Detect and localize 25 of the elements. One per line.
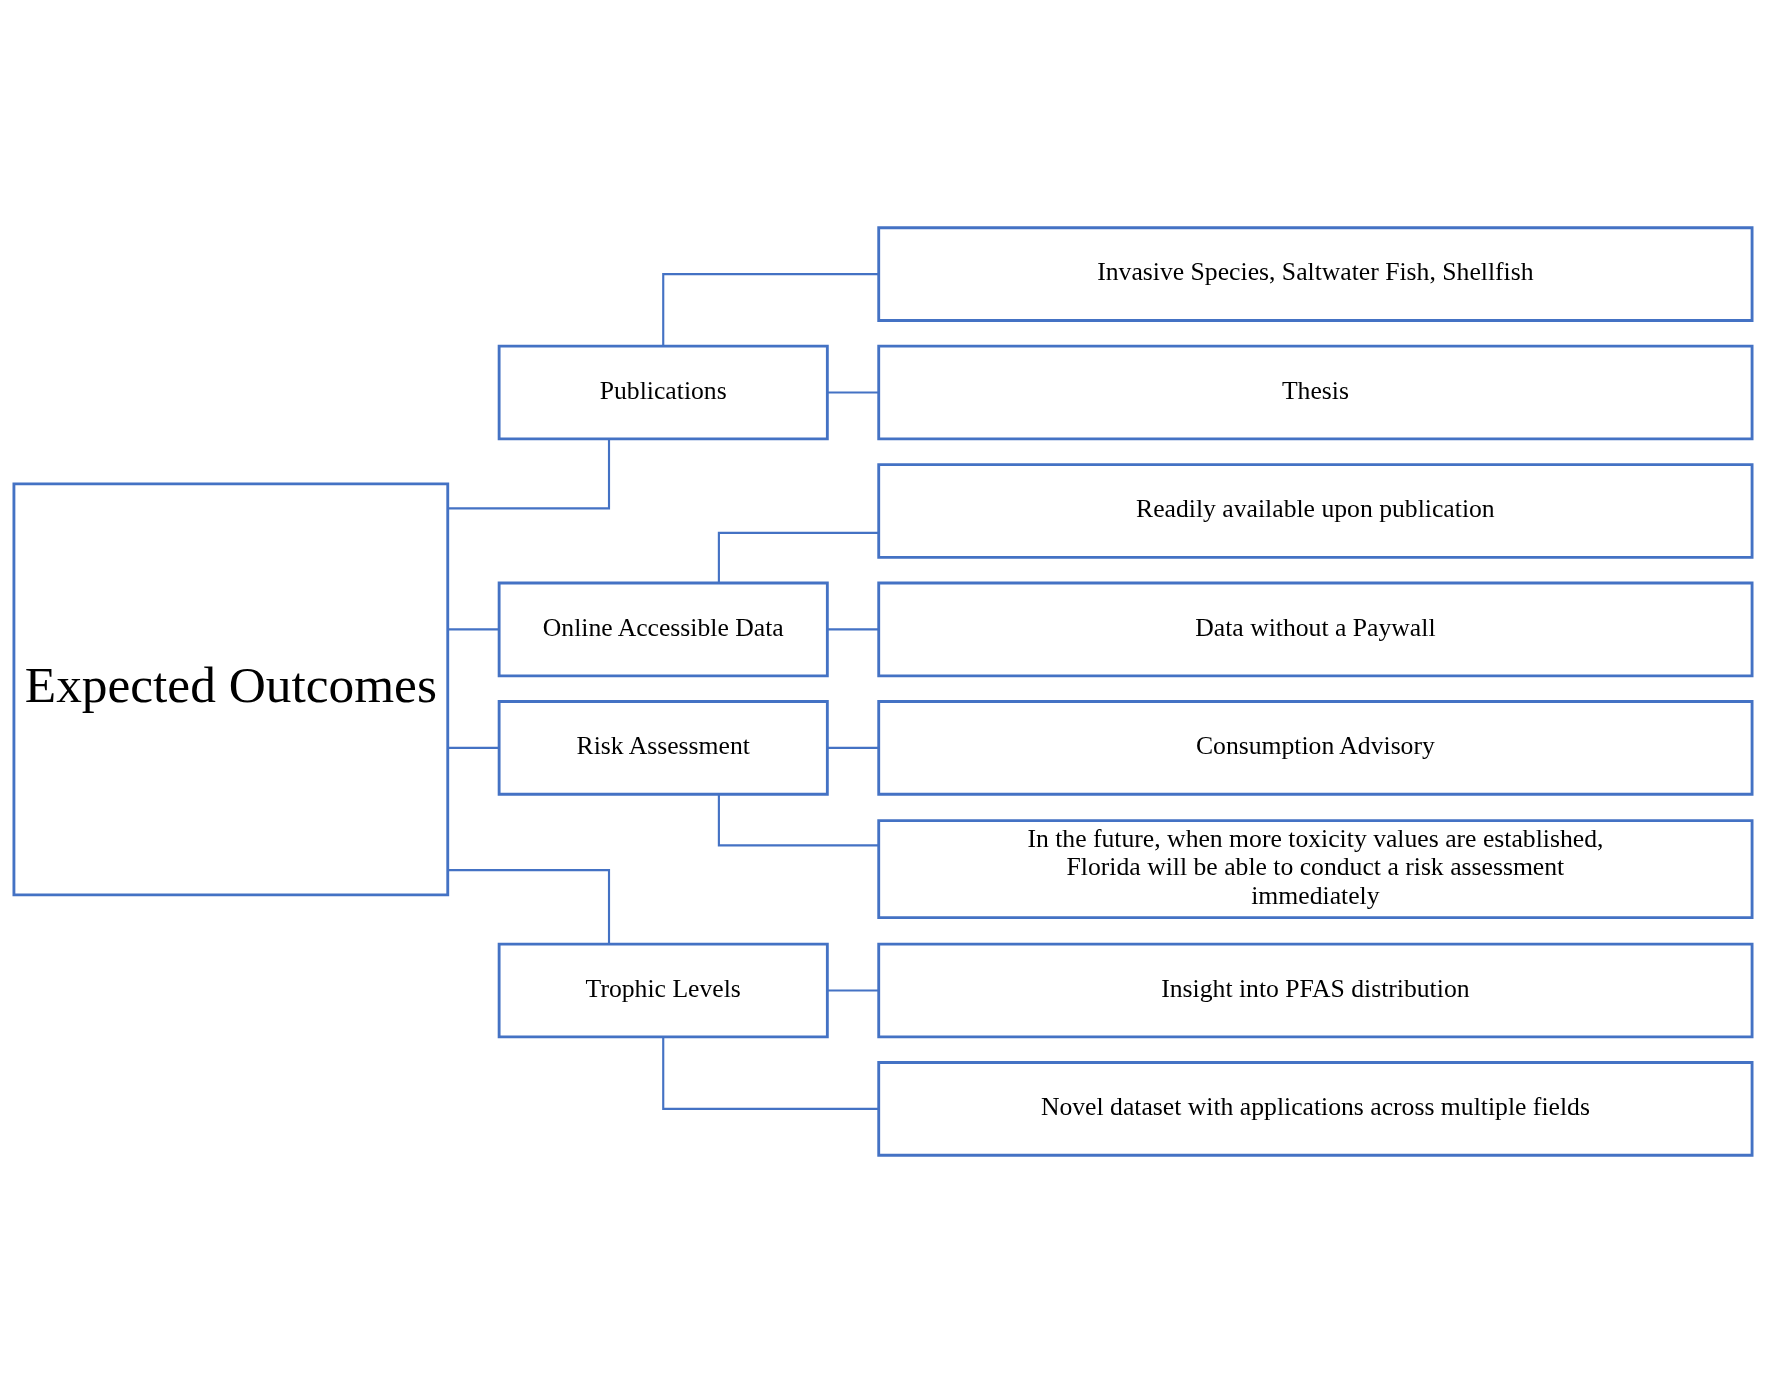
node-box: Insight into PFAS distribution xyxy=(877,942,1754,1039)
connector xyxy=(448,628,499,631)
node-box: Expected Outcomes xyxy=(12,482,450,897)
node-box: Novel dataset with applications across multiple fields xyxy=(877,1061,1754,1157)
node-box: Invasive Species, Saltwater Fish, Shellfish xyxy=(877,226,1754,322)
node-box: Online Accessible Data xyxy=(497,581,829,678)
node-box: Readily available upon publication xyxy=(877,463,1754,559)
connector xyxy=(448,869,611,944)
node-box: Data without a Paywall xyxy=(877,581,1754,678)
node-box: Thesis xyxy=(877,344,1754,441)
connector xyxy=(717,794,879,847)
node-box: Consumption Advisory xyxy=(877,700,1754,796)
connector xyxy=(717,531,879,583)
node-box: Publications xyxy=(497,344,829,441)
connector xyxy=(448,746,499,749)
connector xyxy=(662,273,879,346)
connector xyxy=(662,1037,879,1110)
connector xyxy=(827,746,879,749)
connector xyxy=(827,391,879,394)
node-box: In the future, when more toxicity values are established, Florida will be able to conduct a risk assessment immediately xyxy=(877,819,1754,920)
node-box: Risk Assessment xyxy=(497,700,829,796)
connector xyxy=(448,439,611,510)
node-box: Trophic Levels xyxy=(497,942,829,1039)
connector xyxy=(827,628,879,631)
connector xyxy=(827,989,879,992)
